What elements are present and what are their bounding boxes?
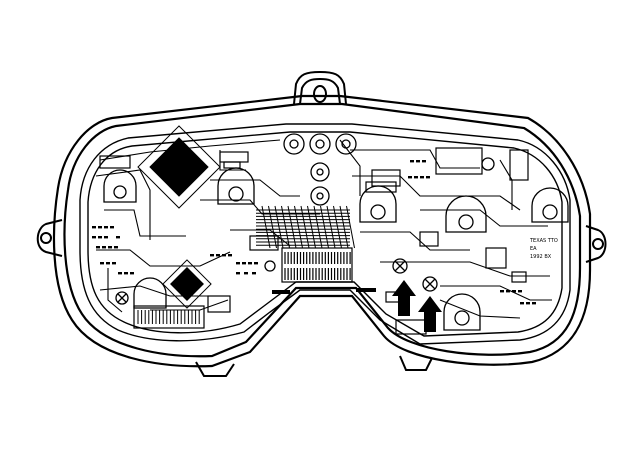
chip-resistor [104, 236, 108, 239]
chip-resistor [228, 254, 232, 257]
board-marking-line-1: TEXAS TTO [529, 238, 558, 244]
chip-resistor [416, 160, 420, 163]
top-bulb-sockets [283, 133, 357, 206]
microcontroller-chip-small [162, 259, 212, 309]
right-mounting-ear [585, 225, 607, 263]
chip-resistor [532, 302, 536, 305]
chip-resistor [108, 246, 112, 249]
board-marking-text: TEXAS TTO EA 1992 BX [529, 238, 558, 260]
bottom-left-connector-strip [137, 310, 200, 324]
bus-trace [333, 205, 342, 249]
bus-trace [268, 205, 277, 249]
chip-resistor [236, 272, 240, 275]
mounting-screws [115, 157, 495, 305]
chip-resistor [236, 262, 240, 265]
left-bulb-sockets [103, 167, 255, 309]
bus-trace [287, 205, 297, 249]
chip-resistor [92, 226, 96, 229]
center-connector-pin-field [281, 247, 353, 283]
microcontroller-chip-large [137, 125, 221, 209]
chip-resistor [520, 302, 524, 305]
bus-trace [294, 205, 303, 249]
bottom-center-blocks [272, 288, 376, 294]
bottom-mounting-lugs [195, 355, 433, 377]
chip-resistor [216, 254, 220, 257]
chip-resistor [242, 262, 246, 265]
chip-resistor [248, 262, 252, 265]
bus-trace [300, 205, 310, 249]
chip-resistor [222, 254, 226, 257]
bus-trace [274, 205, 284, 249]
locator-arrow-left [392, 280, 416, 316]
left-resistor-field [92, 160, 536, 305]
upper-center-trace-bus [256, 205, 355, 249]
chip-resistor [110, 226, 114, 229]
board-marking-line-3: 1992 BX [530, 254, 552, 260]
chip-resistor [112, 262, 116, 265]
chip-resistor [500, 290, 504, 293]
bus-trace [307, 205, 316, 249]
left-mounting-ear [36, 219, 63, 257]
chip-resistor [124, 272, 128, 275]
bus-trace [261, 205, 271, 249]
bus-trace [346, 205, 355, 249]
chip-resistor [104, 226, 108, 229]
chip-resistor [518, 290, 522, 293]
chip-resistor [244, 272, 248, 275]
bus-trace [281, 205, 290, 249]
chip-resistor [252, 272, 256, 275]
bus-trace [326, 205, 336, 249]
chip-resistor [420, 176, 424, 179]
board-marking-line-2: EA [530, 246, 537, 252]
chip-resistor [526, 302, 530, 305]
bus-trace [320, 205, 329, 249]
chip-resistor [114, 246, 118, 249]
chip-resistor [118, 272, 122, 275]
chip-resistor [116, 236, 120, 239]
bus-trace [339, 205, 349, 249]
chip-resistor [130, 272, 134, 275]
chip-resistor [414, 176, 418, 179]
chip-resistor [96, 246, 100, 249]
circuit-board-outline [79, 123, 571, 345]
chip-resistor [410, 160, 414, 163]
chip-resistor [98, 236, 102, 239]
chip-resistor [506, 290, 510, 293]
chip-resistor [210, 254, 214, 257]
locator-arrow-right [418, 296, 442, 332]
chip-resistor [106, 262, 110, 265]
right-bulb-sockets [359, 185, 569, 331]
chip-resistor [254, 262, 258, 265]
chip-resistor [98, 226, 102, 229]
chip-resistor [102, 246, 106, 249]
chip-resistor [422, 160, 426, 163]
chip-resistor [92, 236, 96, 239]
chip-resistor [408, 176, 412, 179]
chip-resistor [512, 290, 516, 293]
top-mounting-tab [293, 70, 347, 105]
chip-resistor [100, 262, 104, 265]
circuit-traces [95, 139, 552, 319]
chip-resistor [426, 176, 430, 179]
bus-trace [313, 205, 323, 249]
